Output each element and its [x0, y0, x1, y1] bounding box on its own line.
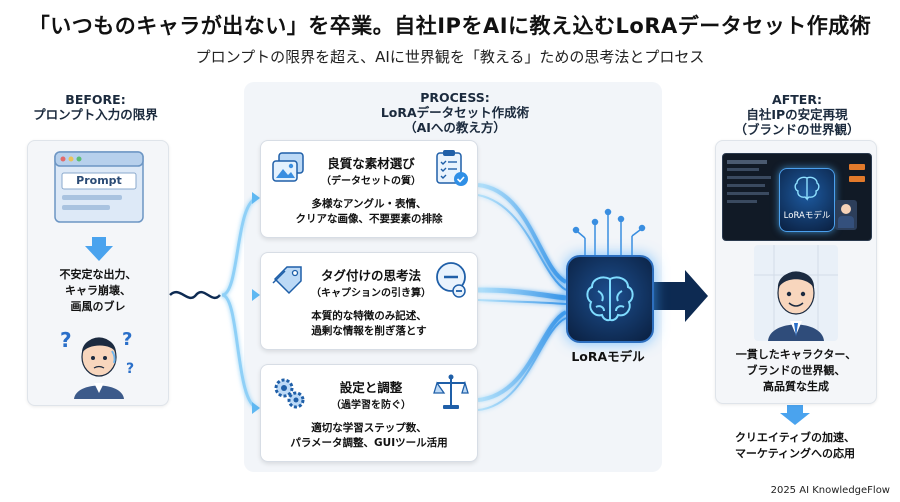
card-body-line: クリアな画像、不要要素の排除	[295, 213, 443, 225]
svg-text:?: ?	[126, 361, 134, 377]
card-subtitle: （過学習を防ぐ）	[331, 400, 411, 411]
card-body-line: 多様なアングル・表情、	[311, 198, 427, 210]
footer-credit: 2025 AI KnowledgeFlow	[770, 485, 890, 496]
card-title: 設定と調整	[339, 380, 403, 395]
result-line: ブランドの世界観、	[746, 364, 846, 377]
circuit-lines	[572, 208, 646, 255]
process-heading-title: LoRAデータセット作成術	[380, 105, 530, 120]
monitor-icon: LoRAモデル	[722, 153, 872, 241]
screen-character-thumb	[835, 200, 857, 230]
arrowhead-top	[252, 192, 260, 204]
problem-line: キャラ崩壊、	[65, 284, 131, 297]
after-down-arrow-icon	[780, 405, 810, 425]
screen-lora-label: LoRAモデル	[783, 211, 831, 221]
browser-window-icon	[54, 151, 144, 223]
card-body-line: 本質的な特徴のみ記述、	[311, 310, 427, 322]
svg-text:?: ?	[60, 328, 72, 352]
card-subtitle: （データセットの質）	[321, 176, 421, 187]
prompt-label: Prompt	[76, 174, 122, 187]
card-subtitle: （キャプションの引き算）	[311, 288, 431, 299]
result-line: 高品質な生成	[763, 380, 829, 393]
after-heading-title: 自社IPの安定再現	[746, 107, 848, 122]
after-heading-label: AFTER:	[772, 92, 822, 107]
card-body: 適切な学習ステップ数、 パラメータ調整、GUIツール活用	[261, 421, 477, 451]
after-results: 一貫したキャラクター、 ブランドの世界観、 高品質な生成	[716, 347, 876, 395]
flow-branch-bottom	[221, 293, 259, 410]
before-problems: 不安定な出力、 キャラ崩壊、 画風のブレ	[28, 267, 168, 315]
arrowhead-bottom	[252, 402, 260, 414]
lora-model-label: LoRAモデル	[571, 349, 645, 364]
wavy-line	[169, 290, 221, 300]
card-body: 多様なアングル・表情、 クリアな画像、不要要素の排除	[261, 197, 477, 227]
problem-line: 不安定な出力、	[59, 268, 137, 281]
before-panel: Prompt 不安定な出力、 キャラ崩壊、 画風のブレ ? ? ?	[27, 140, 169, 406]
brain-chip-icon	[586, 276, 634, 322]
photos-icon	[272, 152, 304, 182]
page-title: 「いつものキャラが出ない」を卒業。自社IPをAIに教え込むLoRAデータセット作…	[28, 14, 872, 38]
right-arrow-icon	[652, 270, 708, 322]
before-heading-label: BEFORE:	[65, 92, 126, 107]
before-heading-title: プロンプト入力の限界	[33, 107, 158, 122]
card-title: 良質な素材選び	[327, 156, 415, 171]
card-body: 本質的な特徴のみ記述、 過剰な情報を削ぎ落とす	[261, 309, 477, 339]
problem-line: 画風のブレ	[70, 300, 126, 313]
lora-model-chip	[566, 255, 654, 343]
after-heading: AFTER: 自社IPの安定再現 （ブランドの世界観）	[712, 92, 882, 137]
tag-icon	[272, 266, 302, 295]
card-body-line: パラメータ調整、GUIツール活用	[290, 437, 448, 449]
gears-icon	[274, 378, 305, 409]
happy-person-icon	[754, 245, 838, 341]
arrowhead-middle	[252, 289, 260, 301]
after-panel: LoRAモデル 一貫したキャラクター、 ブランドの世界観、 高品質な生成	[715, 140, 877, 404]
outcome-line: マーケティングへの応用	[734, 447, 856, 460]
confused-person-icon: ? ? ?	[60, 328, 134, 399]
card-body-line: 過剰な情報を削ぎ落とす	[311, 325, 427, 337]
result-line: 一貫したキャラクター、	[735, 348, 857, 361]
outcome-line: クリエイティブの加速、	[734, 431, 856, 444]
process-heading-note: （AIへの教え方）	[404, 120, 506, 135]
balance-scale-icon	[433, 374, 469, 409]
checklist-icon	[436, 150, 468, 186]
card-title: タグ付けの思考法	[320, 268, 421, 283]
page-subtitle: プロンプトの限界を超え、AIに世界観を「教える」ための思考法とプロセス	[195, 48, 705, 66]
down-arrow-icon	[85, 237, 113, 261]
screen-brain-icon	[794, 176, 820, 201]
process-card-settings: 設定と調整 （過学習を防ぐ） 適切な学習ステップ数、 パラメータ調整、GUIツー…	[260, 364, 478, 462]
process-heading: PROCESS: LoRAデータセット作成術 （AIへの教え方）	[250, 90, 660, 135]
svg-text:?: ?	[122, 329, 132, 350]
process-heading-label: PROCESS:	[420, 90, 490, 105]
after-outcome: クリエイティブの加速、 マーケティングへの応用	[710, 430, 880, 462]
card-body-line: 適切な学習ステップ数、	[311, 422, 427, 434]
process-card-tagging: タグ付けの思考法 （キャプションの引き算） 本質的な特徴のみ記述、 過剰な情報を…	[260, 252, 478, 350]
screen-lora-chip: LoRAモデル	[779, 168, 835, 232]
data-streams	[477, 183, 568, 411]
process-card-materials: 良質な素材選び （データセットの質） 多様なアングル・表情、 クリアな画像、不要…	[260, 140, 478, 238]
flow-branch-top	[221, 196, 259, 297]
before-heading: BEFORE: プロンプト入力の限界	[18, 92, 173, 122]
minus-circle-icon	[436, 262, 466, 298]
after-heading-note: （ブランドの世界観）	[734, 122, 860, 137]
